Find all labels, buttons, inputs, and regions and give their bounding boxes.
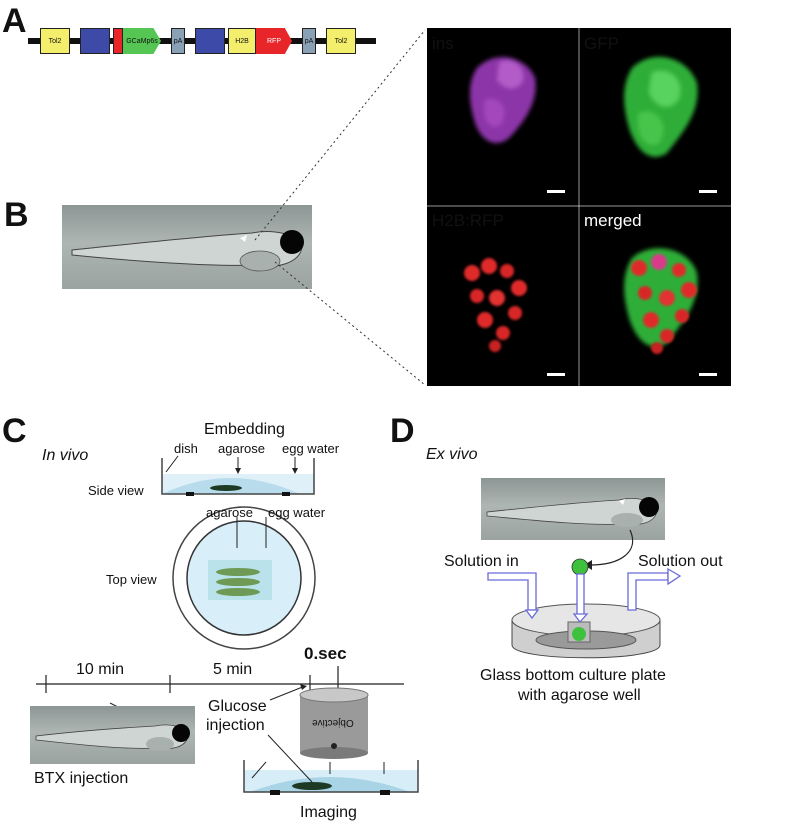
egg-water-top-label: egg water: [268, 505, 326, 520]
label-ins: ins: [432, 34, 454, 53]
time-5min: 5 min: [213, 661, 253, 678]
label-merged: merged: [584, 211, 642, 230]
btx-injection-label: BTX injection: [34, 770, 129, 787]
plate-caption-line2: with agarose well: [518, 687, 641, 704]
construct-element-rfp: RFP: [256, 28, 292, 54]
construct-map: Tol2 GCaMp6s pA H2B RFP pA Tol2: [40, 28, 370, 54]
scale-bar-gfp: [699, 190, 717, 193]
top-view-label: Top view: [106, 572, 157, 587]
panel-label-b: B: [4, 196, 29, 234]
scale-bar-rfp: [547, 373, 565, 376]
construct-element-tol2: Tol2: [326, 28, 356, 54]
scale-bar-ins: [547, 190, 565, 193]
glucose-injection-line2: injection: [206, 717, 265, 734]
solution-out-label: Solution out: [638, 553, 723, 570]
glucose-injection-line1: Glucose: [208, 698, 267, 715]
construct-element-label: H2B: [235, 37, 249, 45]
label-h2b-rfp: H2B:RFP: [432, 211, 504, 230]
label-gfp: GFP: [584, 34, 619, 53]
top-view-dish: [172, 506, 316, 650]
larva-photo: [62, 205, 312, 289]
solution-in-label: Solution in: [444, 553, 519, 570]
dish-label: dish: [174, 441, 198, 456]
time-0sec: 0.sec: [304, 644, 347, 663]
agarose-side-label: agarose: [218, 441, 265, 456]
embedding-label: Embedding: [204, 421, 285, 438]
construct-element-label: GCaMp6s: [126, 37, 158, 45]
construct-element-label: pA: [173, 37, 183, 45]
construct-element-red: [113, 28, 123, 54]
panel-label-c: C: [2, 412, 27, 450]
side-view-label: Side view: [88, 483, 144, 498]
agarose-top-label: agarose: [206, 505, 253, 520]
construct-element-label: Tol2: [48, 37, 62, 45]
ex-vivo-larva-photo: [481, 478, 665, 540]
btx-larva-photo: [30, 706, 195, 764]
panel-d-title: Ex vivo: [426, 446, 478, 463]
side-view-dish: [161, 455, 315, 496]
panel-label-d: D: [390, 412, 415, 450]
panel-c-title: In vivo: [42, 447, 89, 464]
construct-element-pa: pA: [302, 28, 316, 54]
construct-element-label: RFP: [267, 37, 281, 45]
time-10min: 10 min: [76, 661, 125, 678]
panel-label-a: A: [2, 2, 27, 40]
scale-bar-merged: [699, 373, 717, 376]
objective-label: Objective: [312, 717, 354, 728]
egg-water-side-label: egg water: [282, 441, 340, 456]
construct-element-label: pA: [304, 37, 314, 45]
microscopy-grid: ins GFP H2B:RFP merged: [427, 28, 731, 386]
imaging-label: Imaging: [300, 804, 357, 821]
rfp-nuclei: [464, 258, 527, 352]
construct-element-gcamp: GCaMp6s: [123, 28, 161, 54]
culture-plate-diagram: [487, 529, 682, 659]
construct-element-promoter: [80, 28, 110, 54]
construct-element-label: Tol2: [334, 37, 348, 45]
imaging-dish: [243, 734, 419, 795]
construct-element-pa: pA: [171, 28, 185, 54]
gfp-islet: [624, 56, 698, 157]
plate-caption-line1: Glass bottom culture plate: [480, 667, 666, 684]
construct-element-promoter: [195, 28, 225, 54]
construct-element-tol2: Tol2: [40, 28, 70, 54]
ins-islet: [470, 57, 536, 144]
construct-element-h2b: H2B: [228, 28, 256, 54]
